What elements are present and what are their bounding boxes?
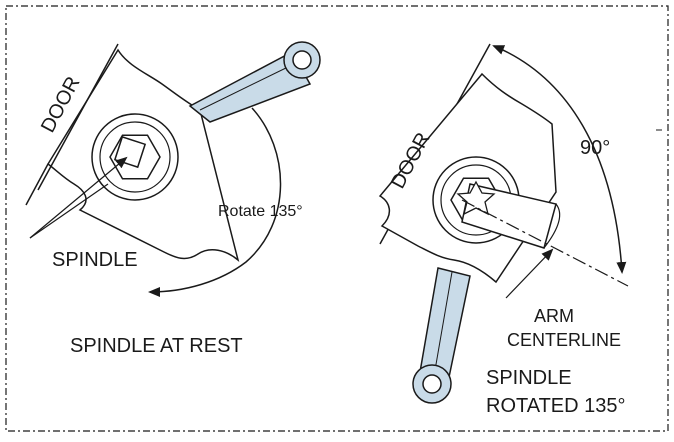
caption-right-line2: ROTATED 135° xyxy=(486,395,626,417)
angle-label: 90° xyxy=(580,137,610,159)
right-view: DOOR 90° ARM CENTERLINE SPINDLE ROTATED … xyxy=(378,43,662,417)
spindle-leader-1 xyxy=(29,156,128,239)
spindle-hub-left xyxy=(91,113,179,201)
left-view: DOOR Rotate 135° SPINDLE SPINDLE AT REST xyxy=(25,41,321,357)
spindle-label: SPINDLE xyxy=(52,249,138,271)
figure-border xyxy=(5,5,669,432)
spindle-leader-2 xyxy=(29,183,109,239)
arm-label-line1: ARM xyxy=(534,306,574,326)
arm-centerline-leader xyxy=(505,248,554,299)
wrench-left xyxy=(188,41,321,123)
rotate-label: Rotate 135° xyxy=(218,203,303,220)
rotate-arrow-left xyxy=(148,107,282,297)
door-edge-left-upper xyxy=(37,43,119,191)
door-edge-left-lower xyxy=(25,163,49,206)
wrench-right xyxy=(412,267,471,404)
caption-right-line1: SPINDLE xyxy=(486,367,572,389)
angle-arc-arrow xyxy=(492,45,627,274)
caption-left: SPINDLE AT REST xyxy=(70,335,243,357)
arm-label-line2: CENTERLINE xyxy=(507,330,621,350)
